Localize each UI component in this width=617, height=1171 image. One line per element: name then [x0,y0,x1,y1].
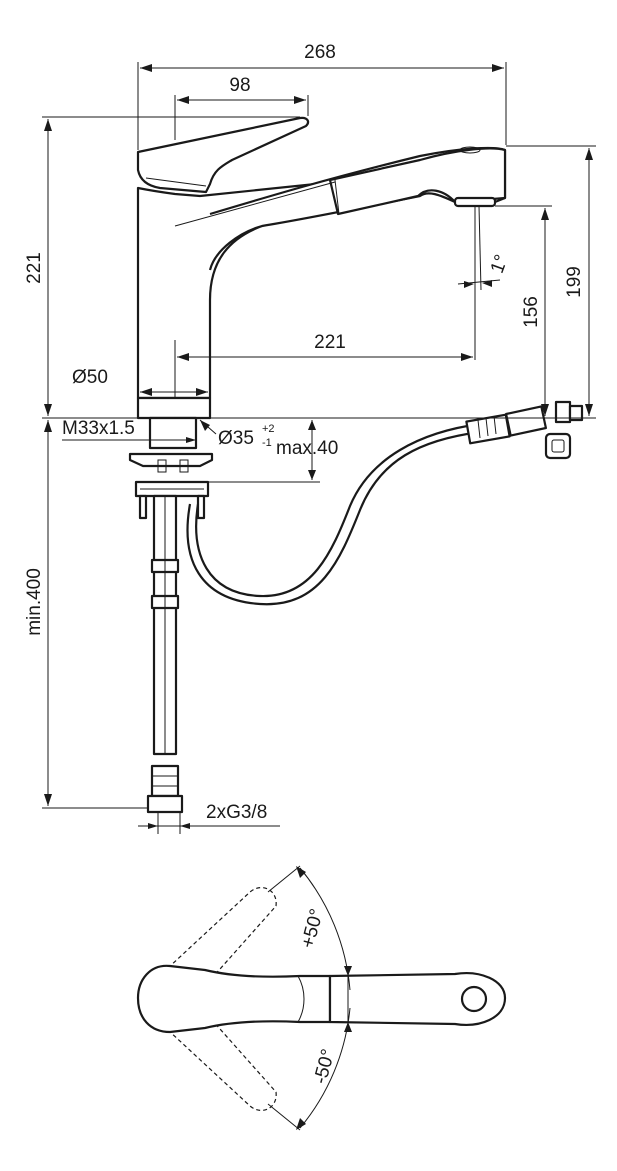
hose-connector [465,413,511,445]
hose-end-nut [146,794,184,814]
plate-stud-left [157,459,167,473]
label-spout-reach: 221 [314,332,346,353]
valve-cap [554,400,572,424]
pullout-hose [186,400,584,606]
label-outlet-height: 199 [564,266,585,298]
top-view-lever [136,964,332,1034]
body-edge-line [174,181,336,227]
valve-outlet [544,432,572,460]
lever-grip-line [297,975,305,1023]
label-rotation-plus: +50° [297,907,328,951]
dimension-labels: 268 98 221 221 1° 156 199 Ø50 M33x1.5 Ø3… [24,42,585,823]
pullout-hose-inner [195,422,481,598]
label-lever-offset: 98 [229,75,250,96]
head-button [459,146,481,154]
faucet-side-view [136,116,507,420]
label-hole-diameter: Ø35 [218,428,254,449]
fixing-rod-left [138,494,148,520]
lever-handle [136,116,310,194]
label-rotation-minus: -50° [310,1047,339,1086]
lever-base-line [145,177,207,187]
dimension-lines [42,62,596,834]
label-total-height: 221 [24,252,45,284]
label-hose-length: min.400 [24,568,45,636]
valve-nut [568,404,584,422]
hose-end-fitting [150,764,180,798]
label-spout-angle: 1° [487,252,513,276]
head-seam [334,179,340,215]
fixing-rod-right [196,494,206,520]
base-collar [136,396,212,420]
label-hole-tol-minus: -1 [262,437,272,449]
threaded-shank [148,416,198,450]
top-view-spout [328,972,507,1026]
label-thread: M33x1.5 [62,418,135,439]
label-connections: 2xG3/8 [206,802,267,823]
lever-position-minus50 [167,1019,277,1111]
plate-stud-right [179,459,189,473]
pullout-hose-outer [186,430,481,606]
mounting-assembly [128,416,214,814]
label-body-diameter: Ø50 [72,367,108,388]
valve-body [505,405,547,437]
label-spout-clearance: 156 [521,296,542,328]
faucet-top-view: +50° -50° [136,865,507,1131]
label-overall-length: 268 [304,42,336,63]
label-max-thickness: max.40 [276,438,338,459]
fixing-plate [128,452,214,468]
aerator [453,196,497,208]
spout-outlet [460,985,488,1013]
label-hole-tol-plus: +2 [262,423,275,435]
lever-position-plus50 [167,887,277,979]
